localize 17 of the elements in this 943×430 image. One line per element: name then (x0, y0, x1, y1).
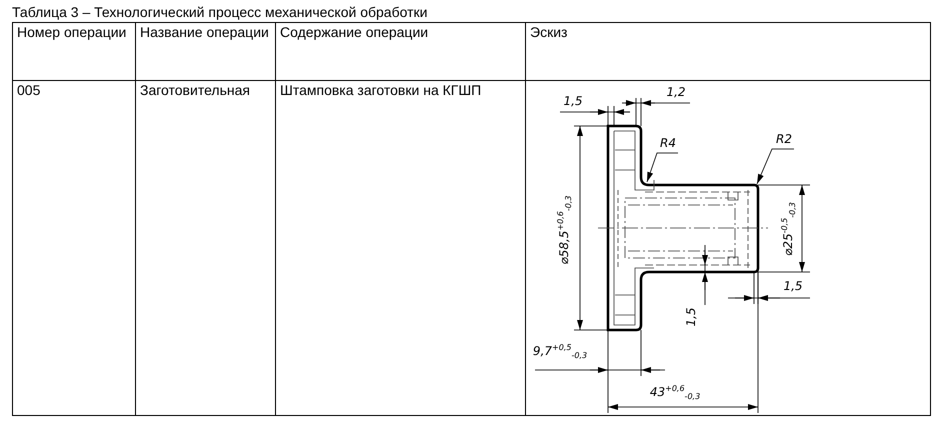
part-drawing (598, 124, 768, 332)
leader-line (646, 152, 678, 182)
radius-label: R4 (660, 136, 676, 150)
column-header: Название операции (140, 24, 269, 40)
cell-text: Заготовительная (140, 82, 250, 98)
leader-line (756, 148, 794, 184)
dimension-label: 1,5 (684, 307, 698, 327)
column-header: Эскиз (530, 24, 568, 40)
table-title: Таблица 3 – Технологический процесс механической обработки (12, 4, 428, 20)
dimension-label: 1,5 (563, 94, 583, 108)
dimension-label: 1,2 (666, 85, 686, 99)
column-header: Содержание операции (280, 24, 428, 40)
cell-text: 005 (17, 82, 40, 98)
radius-label: R2 (776, 132, 792, 146)
column-header: Номер операции (17, 24, 126, 40)
cell-text: Штамповка заготовки на КГШП (280, 82, 482, 98)
dimension-label: 1,5 (783, 279, 803, 293)
